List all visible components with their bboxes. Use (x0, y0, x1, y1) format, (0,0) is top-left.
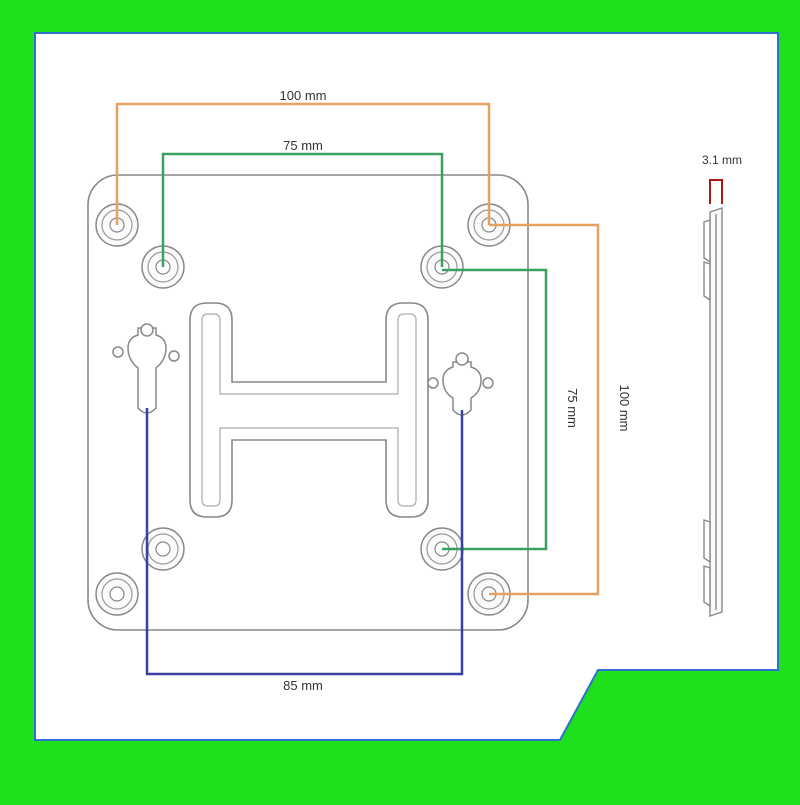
dim-100-top (115, 102, 491, 225)
side-profile (703, 207, 723, 617)
label-75-top: 75 mm (283, 138, 323, 153)
dim-85-bottom (145, 408, 464, 676)
label-thickness: 3.1 mm (702, 153, 742, 167)
h-cutout (189, 302, 429, 518)
hole-75-bottom-left (141, 527, 185, 571)
label-100-right: 100 mm (617, 385, 632, 432)
hole-100-bottom-left (95, 572, 139, 616)
label-85-bottom: 85 mm (283, 678, 323, 693)
dim-75-top (161, 152, 444, 267)
thickness-bracket (709, 179, 723, 204)
white-panel (34, 32, 779, 741)
label-100-top: 100 mm (280, 88, 327, 103)
keyhole-right (427, 352, 494, 416)
plate-outline (87, 174, 529, 631)
dim-75-right (442, 268, 548, 551)
keyhole-left (112, 323, 180, 414)
h-cutout-inner (201, 313, 417, 507)
dim-100-right (489, 223, 600, 596)
label-75-right: 75 mm (565, 388, 580, 428)
